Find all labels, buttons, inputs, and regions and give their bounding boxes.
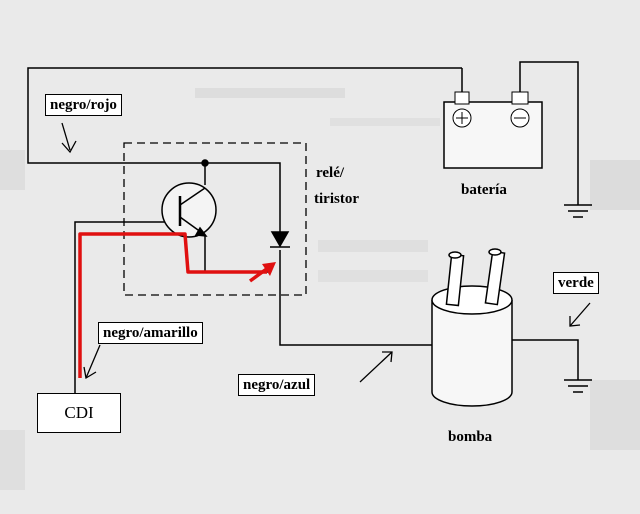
relay-box [123,142,307,296]
wire-relay-top [205,162,281,232]
ground-icon-pump [564,379,592,393]
label-negro-amarillo: negro/amarillo [98,322,203,344]
battery-icon [443,91,543,169]
label-bateria: batería [461,182,507,198]
highlight-path [78,232,267,378]
wire-negro-rojo [27,67,462,164]
diode-icon [270,231,290,248]
wire-negro-azul [279,250,432,346]
label-tiristor: tiristor [314,191,359,207]
label-verde: verde [553,272,599,294]
cdi-box: CDI [37,393,121,433]
label-bomba: bomba [448,429,493,445]
ground-icon [564,204,592,218]
pump-icon [431,248,513,407]
transistor-icon [161,159,217,238]
label-negro-azul: negro/azul [238,374,316,396]
wire-battery-ground [519,61,579,205]
label-rele: relé/ [316,165,345,181]
wire-verde [512,339,579,380]
pointer-arrows [61,122,591,383]
label-negro-rojo: negro/rojo [45,94,122,116]
wire-negro-amarillo [74,221,185,393]
